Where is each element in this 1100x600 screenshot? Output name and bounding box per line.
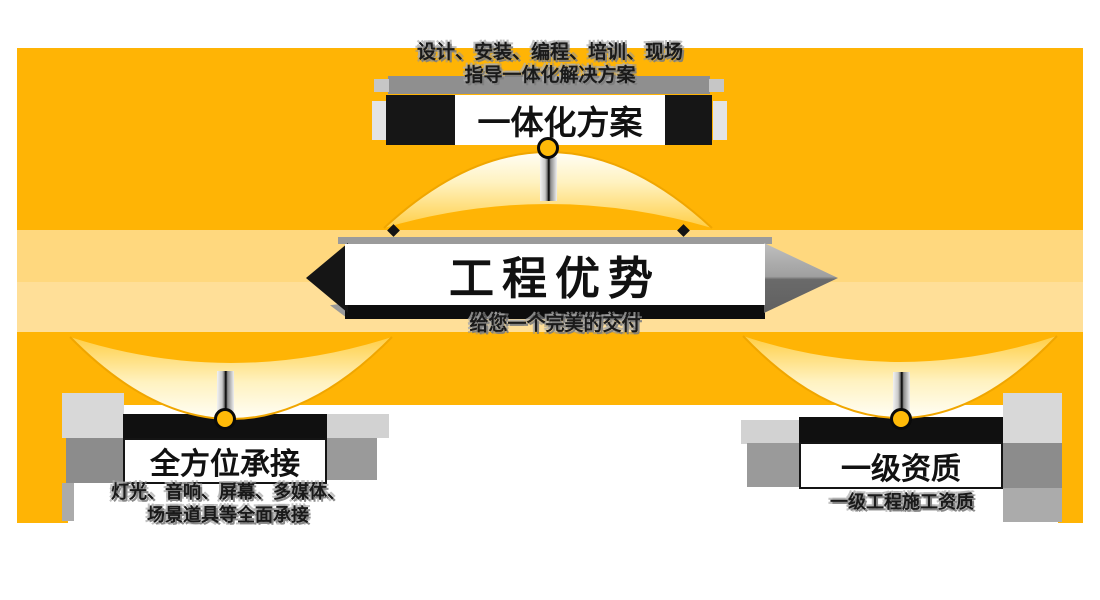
bottom-right-wing-lower: [1003, 488, 1062, 522]
top-node-description: 设计、安装、编程、培训、现场 指导一体化解决方案: [398, 41, 702, 87]
bottom-left-wing-light: [62, 393, 124, 438]
bottom-left-label: 全方位承接: [150, 448, 300, 481]
bottom-left-connector-dot-icon: [214, 408, 236, 430]
top-node-side-panel: [372, 101, 386, 140]
top-node-gray-strip-end: [709, 79, 724, 92]
bottom-right-label: 一级资质: [841, 452, 961, 486]
bottom-left-inner-wing-light: [327, 414, 389, 438]
bottom-right-inner-wing-medium: [747, 443, 799, 487]
bottom-right-inner-wing-light: [741, 420, 799, 444]
bottom-right-wing-light: [1003, 393, 1062, 443]
bottom-left-connector-stem: [217, 371, 234, 413]
bottom-right-wing-medium: [1003, 443, 1062, 488]
banner-subtitle: 给您一个完美的交付: [469, 314, 641, 335]
bottom-left-description-line2: 场景道具等全面承接: [147, 505, 309, 525]
top-node-description-line1: 设计、安装、编程、培训、现场: [416, 42, 683, 63]
top-node-label-box: 一体化方案: [455, 95, 665, 145]
top-connector-dot-icon: [537, 137, 559, 159]
bottom-right-description: 一级工程施工资质: [830, 492, 974, 512]
bottom-left-label-box: 全方位承接: [123, 438, 327, 484]
banner-title: 工程优势: [448, 253, 661, 304]
banner-top-strip: [338, 237, 772, 244]
top-node-side-panel: [713, 101, 727, 140]
top-node-gray-strip: [388, 76, 710, 94]
banner-black-band: [345, 305, 765, 319]
bottom-left-description-line1: 灯光、音响、屏幕、多媒体、: [111, 482, 345, 502]
bg-orange-right-column: [1058, 405, 1083, 523]
bottom-left-description: 灯光、音响、屏幕、多媒体、 场景道具等全面承接: [85, 481, 371, 527]
bottom-left-wing-sliver: [62, 483, 74, 521]
bottom-left-wing-medium: [66, 438, 123, 483]
top-node-black-flank: [665, 95, 712, 145]
bottom-right-connector-stem: [893, 372, 910, 412]
bottom-right-label-box: 一级资质: [799, 442, 1003, 489]
top-node-black-flank: [386, 95, 455, 145]
top-node-description-line2: 指导一体化解决方案: [464, 65, 636, 86]
banner-title-box: 工程优势: [345, 244, 765, 305]
top-connector-stem: [540, 157, 557, 201]
bottom-left-inner-wing-medium: [327, 438, 377, 480]
top-node-gray-strip-end: [374, 79, 389, 92]
top-node-label: 一体化方案: [477, 104, 643, 141]
bg-orange-left-column: [17, 405, 68, 523]
bottom-right-connector-dot-icon: [890, 408, 912, 430]
